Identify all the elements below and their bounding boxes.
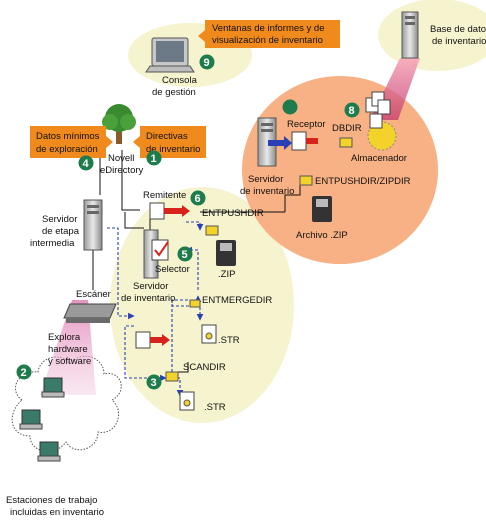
dbdir-label: DBDIR (332, 123, 362, 134)
explores-label-line3: y software (48, 356, 91, 367)
receiver-icon (268, 131, 318, 151)
edirectory-tree-icon (102, 104, 136, 144)
staging-label-line1: Servidor (42, 214, 77, 225)
storer-icon (365, 91, 397, 151)
step-4-number: 4 (83, 158, 90, 170)
db-label-line2: de inventario (432, 36, 486, 47)
db-label-line1: Base de datos (430, 24, 486, 35)
zip-archive-disk-icon (312, 196, 332, 222)
zip-archive-label: Archivo .ZIP (296, 230, 348, 241)
str1-label: .STR (218, 335, 240, 346)
entpushdir-label: ENTPUSHDIR (202, 208, 264, 219)
step-1-badge (146, 150, 162, 166)
zip-disk-icon (216, 240, 236, 266)
workstations-label-line1: Estaciones de trabajo (6, 495, 97, 506)
step-8-badge (344, 102, 360, 118)
staging-sender-icon (135, 331, 170, 349)
step-9-badge (199, 54, 215, 70)
console-label-line2: de gestión (152, 87, 196, 98)
explores-label-line1: Explora (48, 332, 81, 343)
workstations-label-line2: incluidas en inventario (10, 507, 104, 518)
step-4-badge (78, 155, 94, 171)
step-3-number: 3 (151, 377, 157, 389)
staging-server-icon (83, 199, 103, 251)
selector-icon (151, 239, 169, 261)
sender-label: Remitente (143, 190, 186, 201)
step-1-number: 1 (151, 153, 157, 165)
right-inv-server-label-line2: de inventario (240, 186, 294, 197)
step-9-number: 9 (204, 57, 210, 69)
str1-file-icon (201, 324, 217, 344)
connectors (92, 150, 301, 373)
zipdir-label: ENTPUSHDIR/ZIPDIR (315, 176, 411, 187)
staging-label-line2: de etapa (42, 226, 80, 237)
console-label-line1: Consola (162, 75, 198, 86)
policies-label-line1: Directivas (146, 131, 188, 142)
receiver-label: Receptor (287, 119, 326, 130)
database-server-icon (401, 11, 419, 59)
str2-label: .STR (204, 402, 226, 413)
step-2-badge (16, 364, 32, 380)
scandir-folder-icon (165, 371, 179, 382)
min-data-label-line2: de exploración (36, 144, 98, 155)
data-flows (107, 221, 204, 397)
scanner-beam (40, 300, 96, 395)
step-5-number: 5 (182, 249, 188, 261)
workstation-icons (19, 377, 65, 462)
scanner-label: Escáner (76, 289, 111, 300)
policies-label-line2: de inventario (146, 144, 200, 155)
reports-label-line2: visualización de inventario (212, 35, 323, 46)
selector-label: Selector (155, 264, 190, 275)
zip1-label: .ZIP (218, 269, 235, 280)
scanner-icon (63, 303, 117, 323)
step-6-badge (190, 190, 206, 206)
edirectory-label-line1: Novell (108, 153, 134, 164)
dbdir-folder-icon (339, 137, 353, 148)
step-5-badge (177, 246, 193, 262)
scandir-label: SCANDIR (183, 362, 226, 373)
reports-box (205, 20, 340, 48)
entpushdir-folder-icon (205, 225, 219, 236)
reports-label-line1: Ventanas de informes y de (212, 23, 325, 34)
storer-label: Almacenador (351, 153, 407, 164)
step-3-badge (146, 374, 162, 390)
inv-server-label-line2: de inventario (121, 293, 175, 304)
inv-server-label-line1: Servidor (133, 281, 168, 292)
step-6-number: 6 (195, 193, 201, 205)
receiver-storer-area (242, 76, 438, 264)
console-computer-icon (145, 37, 195, 73)
staging-label-line3: intermedia (30, 238, 75, 249)
edirectory-label-line2: eDirectory (100, 165, 144, 176)
entmergedir-label: ENTMERGEDIR (202, 295, 272, 306)
right-inv-server-label-line1: Servidor (248, 174, 283, 185)
step-8-number: 8 (349, 105, 355, 117)
zipdir-folder-icon (299, 175, 313, 186)
receiver-green-dot (282, 99, 298, 115)
sender-icon (149, 202, 190, 220)
step-2-number: 2 (21, 367, 27, 379)
explores-label-line2: hardware (48, 344, 88, 355)
min-data-box (30, 126, 106, 158)
str2-file-icon (179, 391, 195, 411)
min-data-label-line1: Datos mínimos (36, 131, 100, 142)
entmergedir-folder-icon (189, 299, 201, 308)
